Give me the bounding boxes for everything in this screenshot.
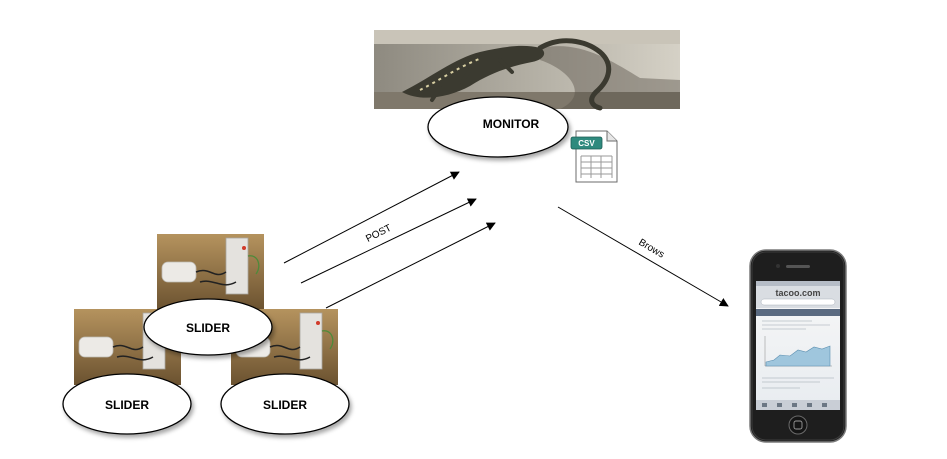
post-arrow-middle bbox=[300, 198, 477, 284]
phone-screen-chart bbox=[764, 336, 832, 367]
csv-file-icon: csv bbox=[570, 130, 618, 183]
slider-node-right: SLIDER bbox=[220, 373, 350, 435]
monitor-lizard-photo bbox=[374, 30, 680, 111]
slider-left-label: SLIDER bbox=[105, 398, 149, 412]
slider-top-ellipse bbox=[143, 298, 273, 356]
phone-home-button[interactable] bbox=[788, 415, 808, 435]
slider-node-top: SLIDER bbox=[143, 298, 273, 356]
slider-left-ellipse bbox=[62, 373, 192, 435]
smartphone: tacoo.com bbox=[749, 249, 847, 443]
phone-site-title: tacoo.com bbox=[775, 288, 820, 298]
phone-screen: tacoo.com bbox=[756, 281, 840, 410]
brows-label: Brows bbox=[636, 237, 666, 260]
post-label: POST bbox=[364, 223, 393, 245]
monitor-node: MONITOR bbox=[427, 96, 569, 158]
phone-camera bbox=[776, 264, 780, 268]
brows-arrow bbox=[557, 206, 729, 307]
phone-speaker bbox=[786, 265, 810, 268]
slider-top-label: SLIDER bbox=[186, 321, 230, 335]
post-arrow-bottom bbox=[325, 222, 496, 309]
post-arrow-top bbox=[283, 171, 460, 264]
slider-right-label: SLIDER bbox=[263, 398, 307, 412]
monitor-label: MONITOR bbox=[483, 117, 540, 131]
slider-node-left: SLIDER bbox=[62, 373, 192, 435]
post-arrows bbox=[283, 171, 496, 309]
csv-badge bbox=[570, 136, 603, 150]
slider-device-photo-top bbox=[157, 234, 264, 310]
csv-badge-label: csv bbox=[578, 139, 595, 148]
slider-right-ellipse bbox=[220, 373, 350, 435]
monitor-ellipse bbox=[427, 96, 569, 158]
